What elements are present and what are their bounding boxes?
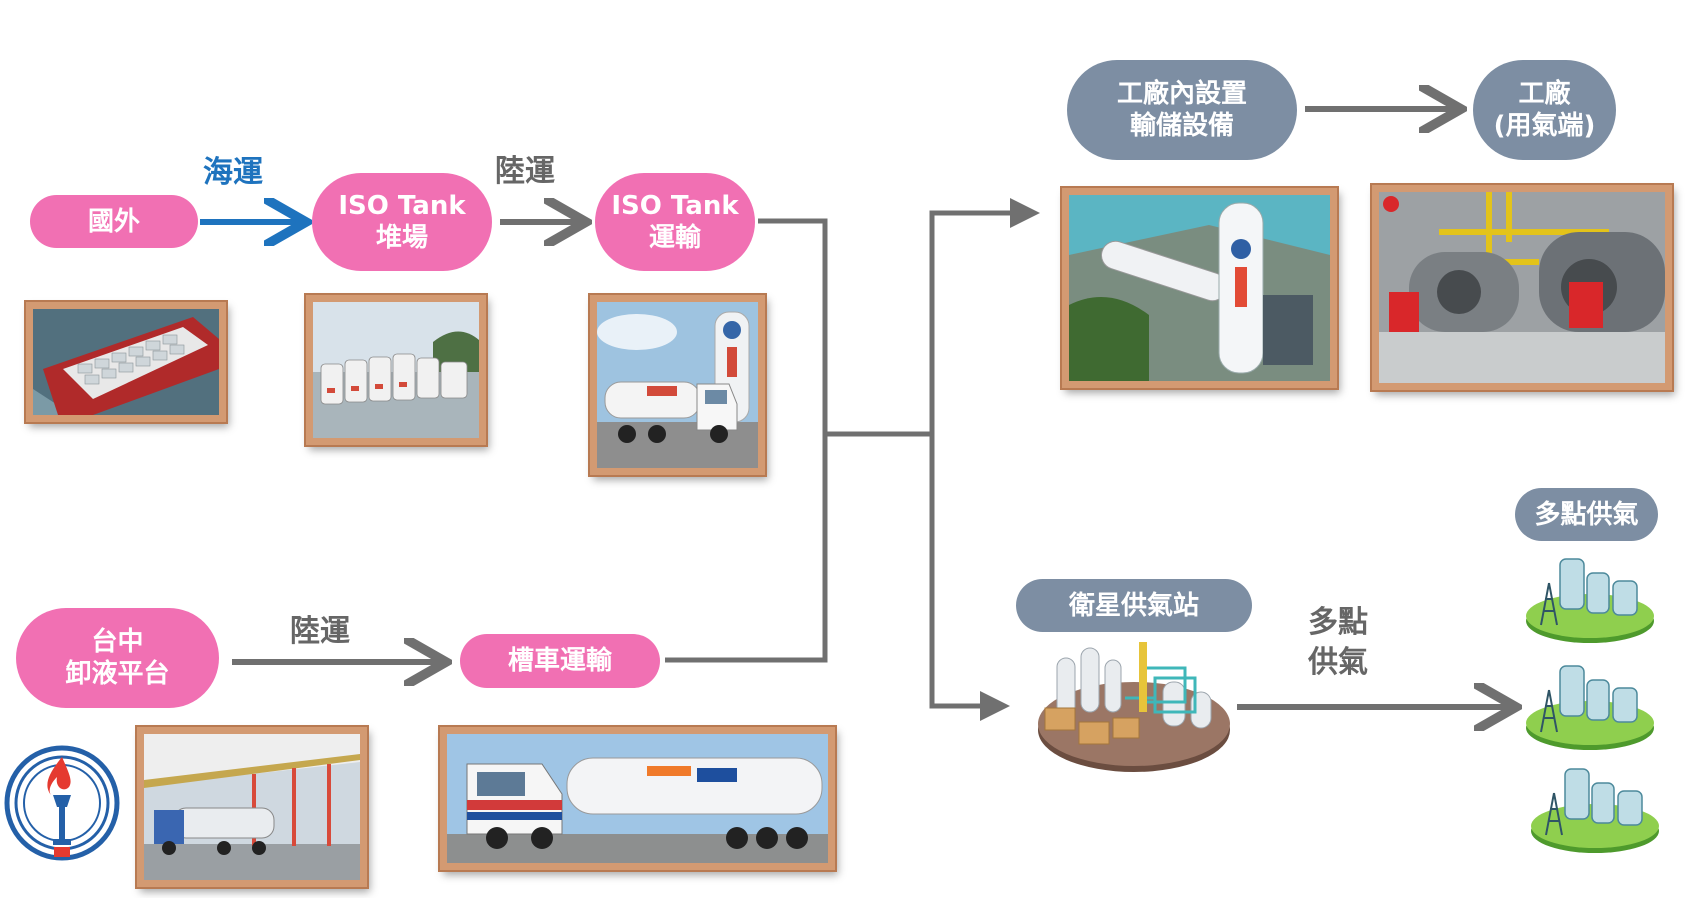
node-multi-point-title: 多點供氣 — [1515, 488, 1658, 541]
gas-tank-site-icon — [1530, 765, 1660, 855]
split-line-top — [929, 198, 1040, 434]
gas-station-plant-icon — [1035, 638, 1233, 773]
node-taichung: 台中 卸液平台 — [16, 608, 219, 708]
node-iso-transport: ISO Tank 運輸 — [595, 173, 755, 271]
node-overseas: 國外 — [30, 195, 198, 248]
node-factory-end: 工廠 (用氣端) — [1473, 60, 1616, 160]
node-iso-yard: ISO Tank 堆場 — [312, 173, 492, 271]
gas-tank-site-icon — [1525, 662, 1655, 752]
node-truck-transport: 槽車運輸 — [460, 634, 660, 688]
edge-label-land-2: 陸運 — [290, 614, 350, 649]
edge-label-land-1: 陸運 — [495, 154, 555, 189]
split-line-bottom — [929, 434, 1010, 721]
photo-taichung-platform — [137, 727, 367, 887]
photo-cargo-ship — [26, 302, 226, 422]
photo-factory-boilers — [1372, 185, 1672, 390]
node-factory-storage: 工廠內設置 輸儲設備 — [1067, 60, 1297, 160]
edge-label-multi-point: 多點 供氣 — [1308, 605, 1368, 680]
photo-lng-tanker — [440, 727, 835, 870]
edge-label-sea: 海運 — [203, 155, 263, 190]
photo-iso-tank-truck — [590, 295, 765, 475]
photo-factory-storage — [1062, 188, 1337, 388]
node-satellite-station: 衛星供氣站 — [1016, 579, 1252, 632]
cpc-flame-logo-icon — [3, 743, 121, 863]
gas-tank-site-icon — [1525, 555, 1655, 645]
photo-iso-tank-yard — [306, 295, 486, 445]
merge-line-bottom — [665, 434, 828, 663]
merge-line-top — [758, 218, 828, 434]
